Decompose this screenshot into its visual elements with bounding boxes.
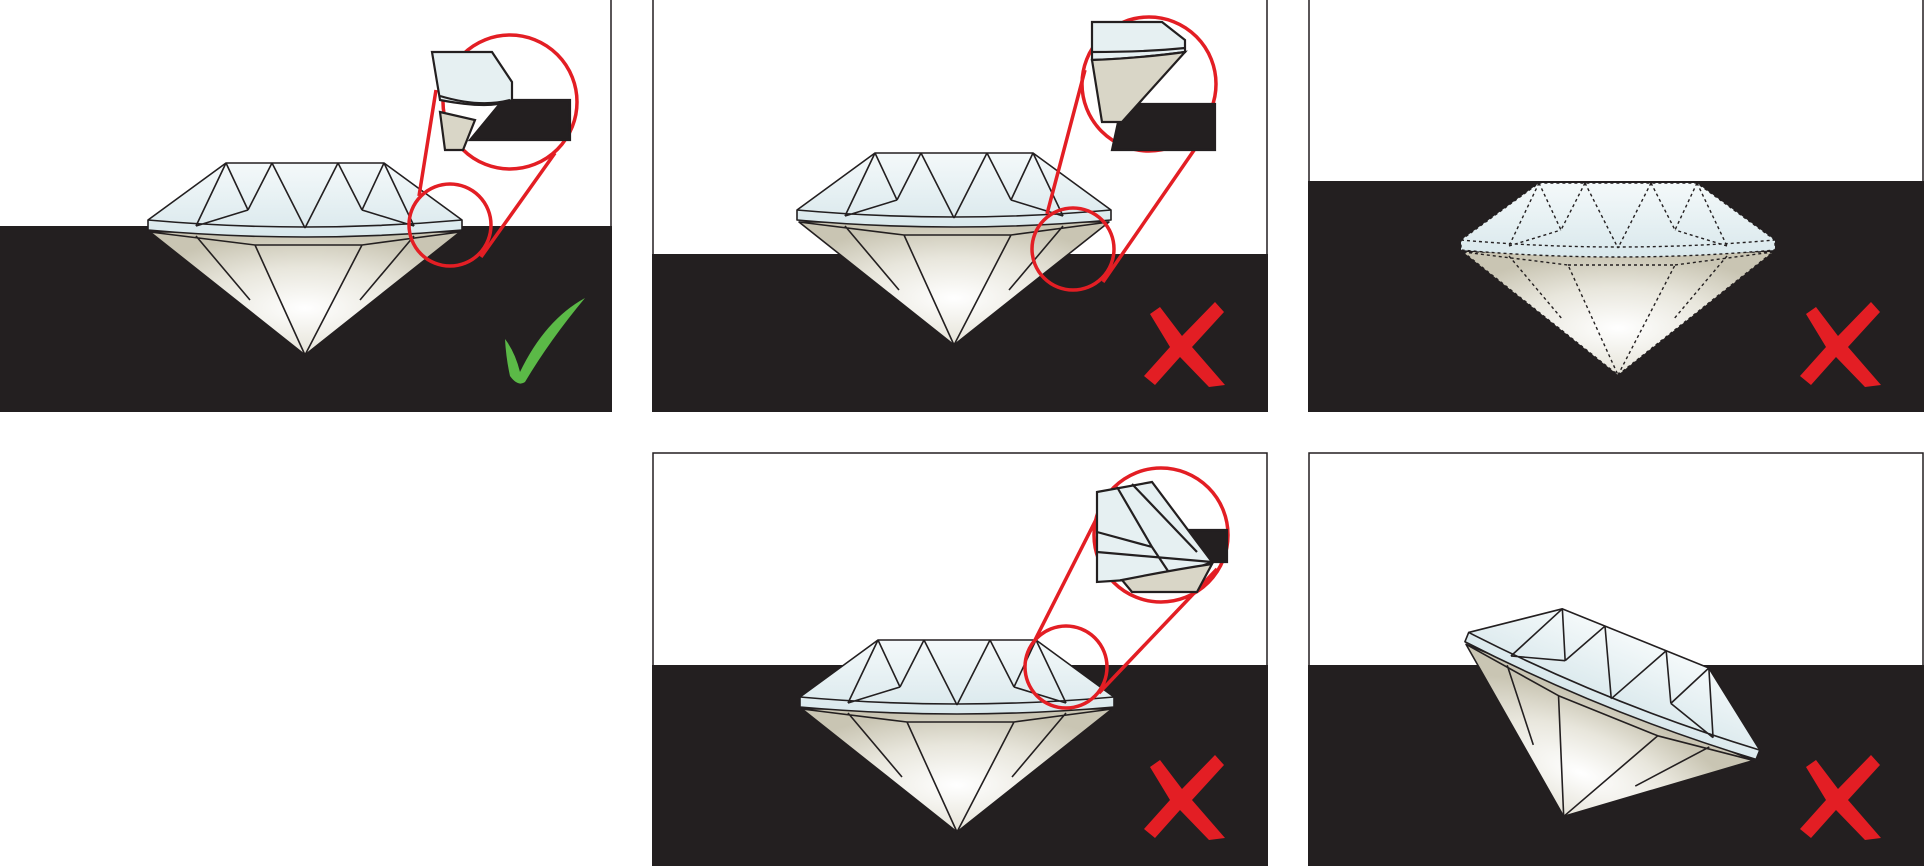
panel-girdle-above	[652, 0, 1268, 412]
panel-correct	[0, 0, 612, 412]
diamond	[1460, 182, 1776, 376]
magnifier-callout	[407, 33, 579, 268]
red-x-icon	[1144, 755, 1225, 840]
diamond-illustration-girdle-above	[652, 0, 1268, 412]
diamond-illustration-tilted	[1308, 452, 1924, 866]
diamond	[1464, 608, 1761, 818]
magnifier-callout	[1030, 15, 1218, 292]
red-x-icon	[1800, 302, 1881, 387]
magnifier-detail	[1095, 480, 1229, 594]
red-x-icon	[1144, 302, 1225, 387]
panel-girdle-below	[652, 452, 1268, 866]
diamond-illustration-no-outline	[1308, 0, 1924, 412]
magnifier-detail	[430, 50, 572, 152]
diamond	[147, 162, 463, 356]
diamond-illustration-girdle-below	[652, 452, 1268, 866]
panel-tilted	[1308, 452, 1924, 866]
magnifier-detail	[1090, 20, 1217, 152]
green-check-icon	[505, 298, 585, 384]
red-x-icon	[1800, 755, 1881, 840]
panel-no-outline	[1308, 0, 1924, 412]
diamond-illustration-correct	[0, 0, 612, 412]
